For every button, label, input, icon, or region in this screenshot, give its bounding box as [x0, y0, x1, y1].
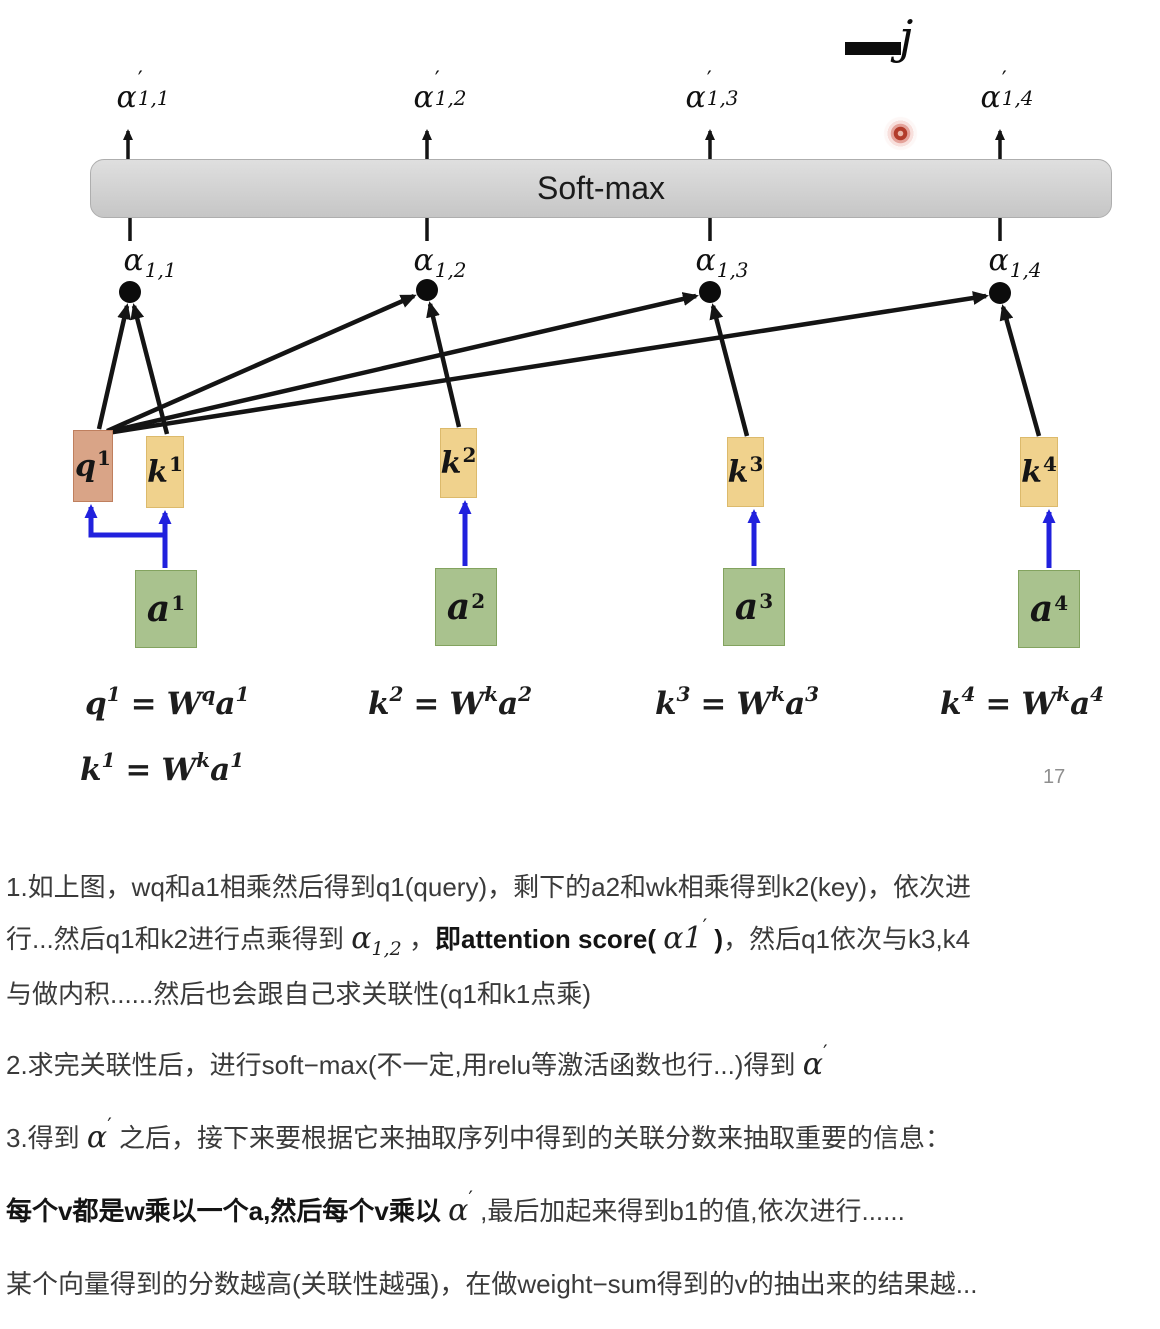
note-p1-line1: 1.如上图，wq和a1相乘然后得到q1(query)，剩下的a2和wk相乘得到k…	[6, 872, 972, 902]
q1-box: q1	[73, 430, 113, 502]
note-p1-line2: 行...然后q1和k2进行点乘得到 α1,2 ，即attention score…	[6, 914, 971, 960]
note-paragraph-3: 3.得到 α′ 之后，接下来要根据它来抽取序列中得到的关联分数来抽取重要的信息：	[6, 1113, 951, 1155]
softmax-input-stubs	[128, 215, 1002, 241]
note-p1-line3: 与做内积......然后也会跟自己求关联性(q1和k1点乘)	[6, 979, 592, 1009]
cropped-formula-j: j	[899, 10, 914, 64]
cropped-formula-fragment	[845, 42, 901, 55]
softmax-bar: Soft-max	[90, 159, 1112, 218]
a2-box: a2	[435, 568, 497, 646]
a4-box: a4	[1018, 570, 1080, 648]
diagram-wires	[84, 129, 1056, 568]
alpha-prime-1-4-label: α′1,4	[980, 68, 1034, 115]
k4-box: k4	[1020, 437, 1058, 507]
projection-arrows	[84, 500, 1056, 568]
note-paragraph-5: 某个向量得到的分数越高(关联性越强)，在做weight−sum得到的v的抽出来的…	[6, 1269, 978, 1299]
a1-box: a1	[135, 570, 197, 648]
softmax-label: Soft-max	[536, 170, 666, 206]
note-paragraph-1: 1.如上图，wq和a1相乘然后得到q1(query)，剩下的a2和wk相乘得到k…	[6, 861, 1156, 1020]
note-paragraph-2: 2.求完关联性后，进行soft−max(不一定,用relu等激活函数也行...)…	[6, 1040, 828, 1082]
softmax-output-arrows	[123, 129, 1005, 159]
formula-k4: k4=Wka4	[940, 682, 1105, 722]
laser-pointer-dot	[882, 115, 919, 152]
alpha-1-2-inline: α1,2	[351, 921, 402, 960]
a3-box: a3	[723, 568, 785, 646]
alpha-prime-1-1-label: α′1,1	[116, 68, 170, 115]
formula-k1: k1=Wka1	[80, 748, 245, 788]
attention-score-dots	[119, 279, 1011, 304]
alpha1-prime-inline: α1′	[663, 914, 708, 956]
formula-k3: k3=Wka3	[655, 682, 820, 722]
alpha-prime-inline-p3: α′	[86, 1113, 112, 1155]
formula-q1: q1=Wqa1	[85, 682, 250, 722]
slide-page-number: 17	[1043, 766, 1066, 788]
attention-edges	[96, 291, 1042, 437]
k2-box: k2	[440, 428, 477, 498]
alpha-prime-inline-p4: α′	[448, 1186, 473, 1228]
alpha-prime-1-3-label: α′1,3	[685, 68, 739, 115]
k1-box: k1	[146, 436, 184, 508]
formula-k2: k2=Wka2	[368, 682, 533, 722]
notes-section: 1.如上图，wq和a1相乘然后得到q1(query)，剩下的a2和wk相乘得到k…	[6, 861, 1156, 1329]
k3-box: k3	[727, 437, 764, 507]
alpha-prime-inline-p2: α′	[802, 1040, 828, 1082]
note-paragraph-4: 每个v都是w乘以一个a,然后每个v乘以 α′ ,最后加起来得到b1的值,依次进行…	[6, 1186, 905, 1228]
alpha-prime-1-2-label: α′1,2	[413, 68, 467, 115]
